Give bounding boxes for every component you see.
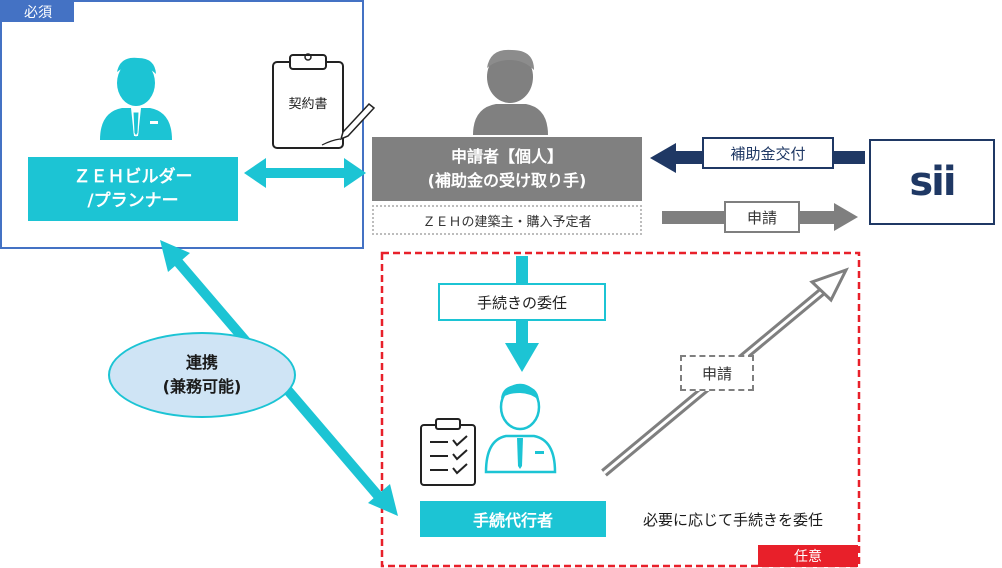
builder-line1: ＺＥＨビルダー xyxy=(73,167,193,187)
builder-line2: /プランナー xyxy=(87,191,179,211)
applicant-box: 申請者【個人】 (補助金の受け取り手) xyxy=(372,137,642,201)
sii-logo: sii xyxy=(869,139,995,225)
required-region-border xyxy=(0,0,364,249)
agent-person-icon xyxy=(484,383,557,474)
cooperation-line2: (兼務可能) xyxy=(162,377,242,396)
contract-label: 契約書 xyxy=(288,96,328,112)
delegate-note: 必要に応じて手続きを委任 xyxy=(642,510,823,529)
applicant-line2: (補助金の受け取り手) xyxy=(427,171,587,190)
person-gray-icon xyxy=(473,49,548,135)
optional-tag: 任意 xyxy=(758,545,858,567)
person-cyan-icon xyxy=(100,57,172,140)
applicant-subtitle: ＺＥＨの建築主・購入予定者 xyxy=(372,205,642,235)
optional-region-border xyxy=(380,251,861,568)
builder-box: ＺＥＨビルダー /プランナー xyxy=(28,157,238,221)
agent-box: 手続代行者 xyxy=(420,501,606,537)
checklist-icon xyxy=(420,418,476,486)
subsidy-label: 補助金交付 xyxy=(702,137,834,169)
applicant-line1: 申請者【個人】 xyxy=(450,147,563,166)
required-tag: 必須 xyxy=(2,2,74,22)
cooperation-bubble: 連携 (兼務可能) xyxy=(108,332,296,418)
clipboard-pen-icon xyxy=(272,53,376,149)
apply-label: 申請 xyxy=(724,201,800,233)
delegate-label: 手続きの委任 xyxy=(438,283,606,321)
builder-applicant-arrow xyxy=(244,158,366,188)
cooperation-line1: 連携 xyxy=(185,353,218,372)
optional-apply-label: 申請 xyxy=(680,355,754,391)
